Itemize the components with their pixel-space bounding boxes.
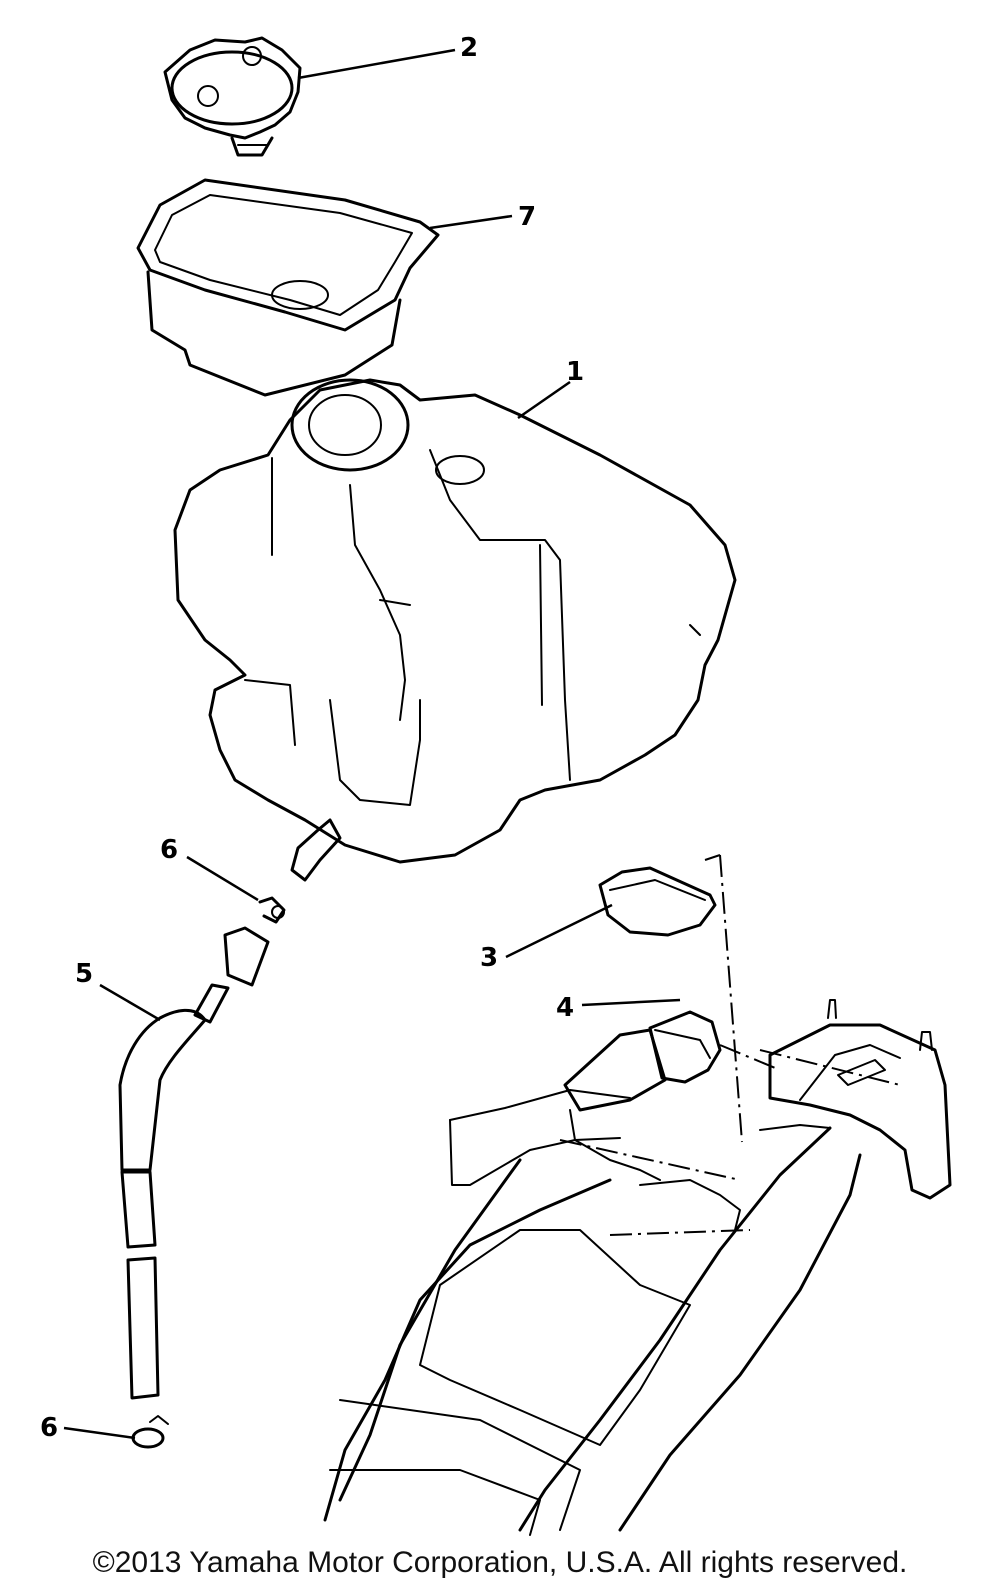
callout-6-upper: 6 <box>160 835 178 865</box>
callout-6-lower: 6 <box>40 1413 58 1443</box>
callout-2: 2 <box>460 33 478 63</box>
callout-5: 5 <box>75 959 93 989</box>
frame <box>323 854 952 1536</box>
pad[interactable] <box>598 866 717 937</box>
hose-clip-upper[interactable] <box>258 896 286 924</box>
callout-1: 1 <box>566 357 584 387</box>
band[interactable] <box>648 1010 722 1084</box>
fuel-tank-tray[interactable] <box>136 178 440 397</box>
callout-3: 3 <box>480 943 498 973</box>
hose-clip-lower[interactable] <box>131 1415 169 1449</box>
parts-diagram: 2 7 1 6 3 5 4 6 <box>40 33 952 1536</box>
leader-lines <box>63 48 681 1440</box>
copyright-notice: ©2013 Yamaha Motor Corporation, U.S.A. A… <box>92 1546 908 1579</box>
fuel-tank[interactable] <box>173 378 737 882</box>
fuel-cap[interactable] <box>163 36 302 157</box>
callouts: 2 7 1 6 3 5 4 6 <box>40 33 584 1443</box>
callout-4: 4 <box>556 993 574 1023</box>
callout-7: 7 <box>518 202 536 232</box>
fuel-hose[interactable] <box>118 926 270 1400</box>
